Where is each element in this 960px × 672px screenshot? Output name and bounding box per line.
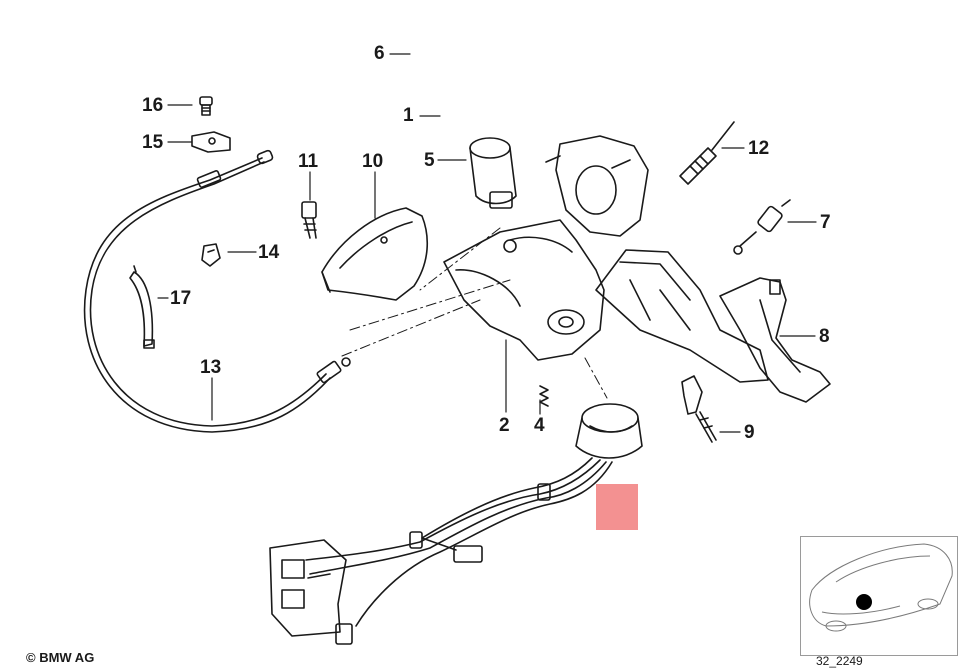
callout-4[interactable]: 4 (534, 415, 545, 436)
part-16-bolt (199, 96, 213, 116)
leader-lines (157, 53, 817, 433)
part-13-cable (83, 149, 351, 433)
callout-7[interactable]: 7 (820, 212, 831, 233)
part-15-clamp (191, 131, 231, 153)
callout-14[interactable]: 14 (258, 242, 280, 263)
callout-16[interactable]: 16 (142, 95, 164, 116)
callout-15[interactable]: 15 (142, 132, 164, 153)
part-2-housing (443, 135, 649, 361)
part-17-trim (129, 265, 155, 349)
alignment-lines (341, 227, 608, 399)
callout-6[interactable]: 6 (374, 43, 385, 64)
callout-10[interactable]: 10 (362, 151, 384, 172)
part-10-cover (321, 207, 429, 301)
part-5-sleeve (469, 137, 517, 209)
part-3-switch-harness (269, 403, 643, 645)
callout-9[interactable]: 9 (744, 422, 755, 443)
callout-1[interactable]: 1 (403, 105, 414, 126)
part-14-clip (201, 243, 221, 267)
part-8-bracket (719, 277, 831, 403)
diagram-reference-code: 32_2249 (816, 654, 863, 668)
callout-12[interactable]: 12 (748, 138, 770, 159)
callout-2[interactable]: 2 (499, 415, 510, 436)
part-1-bracket (595, 249, 769, 383)
part-11-screw (301, 201, 317, 239)
part-9-rivet (681, 375, 717, 443)
callout-13[interactable]: 13 (200, 357, 222, 378)
part-7-sensor (733, 199, 791, 255)
thumbnail-frame (800, 536, 958, 656)
callout-17[interactable]: 17 (170, 288, 192, 309)
part-12-plunger (679, 121, 735, 185)
copyright-text: © BMW AG (26, 650, 95, 665)
callout-5[interactable]: 5 (424, 150, 435, 171)
callout-11[interactable]: 11 (298, 151, 319, 172)
part-4-spring (539, 385, 549, 407)
highlight-box (596, 484, 638, 530)
callout-8[interactable]: 8 (819, 326, 830, 347)
